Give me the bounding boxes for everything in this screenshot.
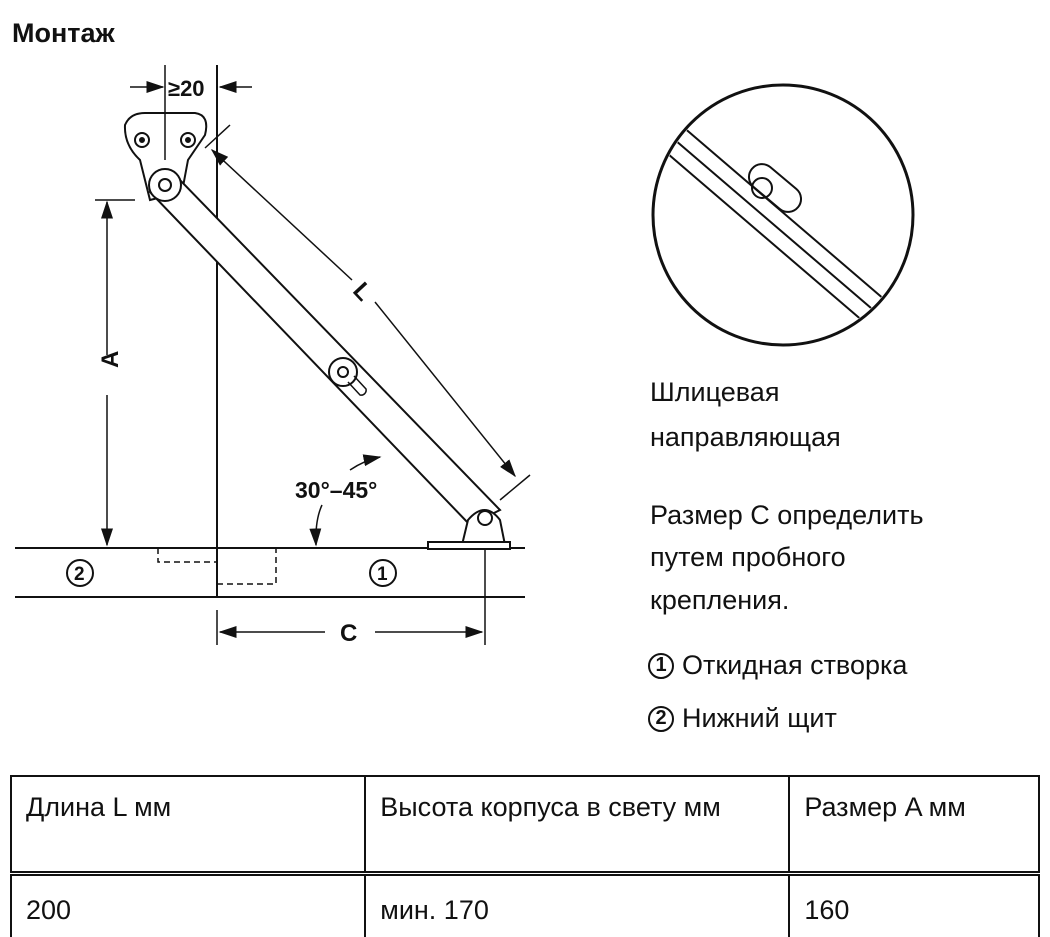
dim-C-label: C [340,620,357,647]
header-cell: Размер A мм [788,775,1040,876]
bottom-bracket [461,509,506,546]
table-row: 200 мин. 170 160 [9,873,1040,937]
angle-label: 30°–45° [295,477,377,503]
marker-2: 2 [74,564,85,585]
section-title: Монтаж [12,18,115,48]
legend-label: Нижний щит [682,703,837,733]
header-cell: Длина L мм [9,775,367,876]
table-cell: 160 [788,873,1040,937]
detail-caption-2: направляющая [650,422,841,452]
detail-caption-1: Шлицевая [650,377,780,407]
circled-number-icon: 1 [648,652,674,679]
table-cell: 200 [9,873,367,937]
marker-1: 1 [377,564,388,585]
dim-min-offset: ≥20 [168,76,205,101]
table-header-row: Длина L мм Высота корпуса в свету мм Раз… [9,775,1040,876]
table-cell: мин. 170 [364,873,791,937]
stay-arm [148,178,502,527]
legend-item-2: 2 Нижний щит [648,703,837,734]
note-line-1: Размер C определить [650,500,924,530]
legend-item-1: 1 Откидная створка [648,650,907,681]
slot-detail-circle [651,83,915,347]
specs-table: Длина L мм Высота корпуса в свету мм Раз… [9,775,1040,937]
note-line-2: путем пробного [650,542,846,572]
note-line-3: крепления. [650,585,790,615]
circled-number-icon: 2 [648,705,674,732]
mounting-diagram: ≥20 A L C 30°–45° 2 1 [15,65,915,647]
header-cell: Высота корпуса в свету мм [364,775,791,876]
dim-A-label: A [97,351,124,368]
dim-L-label: L [347,277,377,306]
legend-label: Откидная створка [682,650,908,680]
